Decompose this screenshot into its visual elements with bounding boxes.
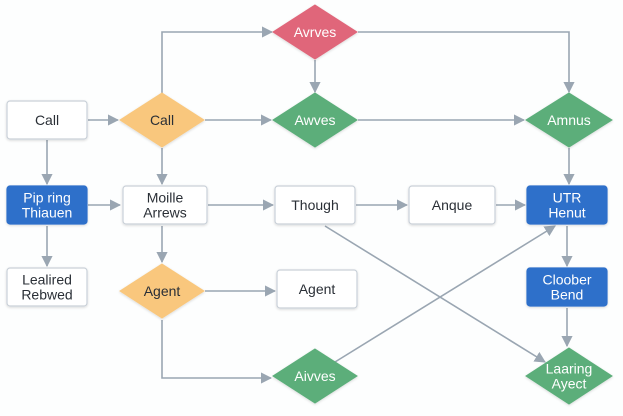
edge-aivves-to-utr xyxy=(334,225,556,363)
node-shape-piping-box xyxy=(6,185,88,225)
node-label-though-box-line-1: Though xyxy=(291,197,338,213)
node-label-laaring-diamond-line-2: Ayect xyxy=(552,376,587,392)
node-label-call-diamond-line-1: Call xyxy=(150,112,174,128)
node-label-aivves-diamond-line-1: Aivves xyxy=(294,368,335,384)
node-label-agent-diamond-line-1: Agent xyxy=(144,283,181,299)
node-shape-laaring-diamond xyxy=(525,347,613,405)
node-label-piping-box-line-2: Thiauen xyxy=(22,205,73,221)
node-label-utr-box-line-2: Henut xyxy=(548,205,585,221)
node-label-anque-box-line-1: Anque xyxy=(432,197,473,213)
node-shape-awves-diamond xyxy=(272,92,358,148)
node-label-cloober-box-line-1: Cloober xyxy=(542,272,591,288)
edge-call-diamond-to-top-diamond xyxy=(161,26,274,93)
node-top-diamond[interactable]: Avrves xyxy=(272,4,358,60)
node-label-utr-box-line-1: UTR xyxy=(553,190,582,206)
node-aivves-diamond[interactable]: Aivves xyxy=(272,348,358,404)
node-label-lealired-box-line-1: Lealired xyxy=(22,272,72,288)
node-agent-box[interactable]: Agent xyxy=(276,269,358,309)
node-shape-amnus-diamond xyxy=(525,92,613,148)
node-shape-cloober-box xyxy=(526,267,608,307)
node-shape-call-diamond xyxy=(119,92,205,148)
edge-top-diamond-to-amnus xyxy=(358,31,575,94)
node-label-agent-box-line-1: Agent xyxy=(299,281,336,297)
node-shape-though-box xyxy=(274,185,356,225)
node-shape-agent-box xyxy=(276,269,358,309)
node-though-box[interactable]: Though xyxy=(274,185,356,225)
node-call-box[interactable]: Call xyxy=(6,100,88,140)
node-label-moille-box-line-1: Moille xyxy=(147,190,184,206)
node-label-cloober-box-line-2: Bend xyxy=(551,287,584,303)
node-shape-utr-box xyxy=(526,185,608,225)
node-shape-anque-box xyxy=(408,185,496,225)
node-label-awves-diamond-line-1: Awves xyxy=(295,112,336,128)
node-label-lealired-box-line-2: Rebwed xyxy=(21,287,72,303)
node-label-call-box-line-1: Call xyxy=(35,112,59,128)
edge-agent-diamond-to-aivves xyxy=(161,320,273,384)
node-label-amnus-diamond-line-1: Amnus xyxy=(547,112,591,128)
node-shape-top-diamond xyxy=(272,4,358,60)
node-label-laaring-diamond-line-1: Laaring xyxy=(546,361,593,377)
node-shape-agent-diamond xyxy=(119,263,205,319)
node-call-diamond[interactable]: Call xyxy=(119,92,205,148)
node-anque-box[interactable]: Anque xyxy=(408,185,496,225)
node-shape-moille-box xyxy=(122,185,208,225)
node-amnus-diamond[interactable]: Amnus xyxy=(525,92,613,148)
edge-though-to-laaring xyxy=(324,225,546,363)
node-label-top-diamond-line-1: Avrves xyxy=(294,24,337,40)
node-shape-call-box xyxy=(6,100,88,140)
node-agent-diamond[interactable]: Agent xyxy=(119,263,205,319)
node-awves-diamond[interactable]: Awves xyxy=(272,92,358,148)
node-shape-lealired-box xyxy=(6,267,88,307)
node-shape-aivves-diamond xyxy=(272,348,358,404)
node-label-piping-box-line-1: Pip ring xyxy=(23,190,70,206)
node-label-moille-box-line-2: Arrews xyxy=(143,205,187,221)
